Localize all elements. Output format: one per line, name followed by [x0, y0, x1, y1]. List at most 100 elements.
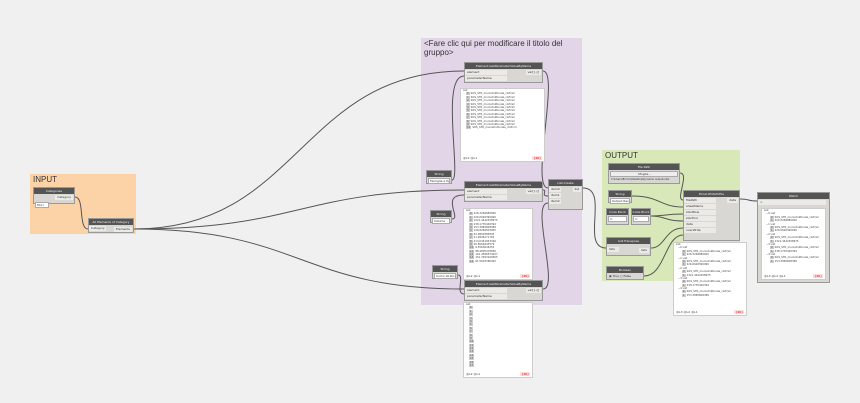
list-item-value: 238.1735440394: [686, 283, 709, 287]
string-input[interactable]: Famiglia e tipo: [428, 178, 450, 184]
output-port[interactable]: Category: [55, 195, 73, 200]
output-port[interactable]: var[]..[]: [525, 288, 541, 293]
list-index: 11: [469, 343, 475, 347]
true-radio[interactable]: ◉ True: [609, 274, 619, 278]
categories-node[interactable]: Categories Muri Category: [33, 187, 75, 208]
code-block-node-1[interactable]: Code Block 0;: [606, 208, 629, 225]
sublist-header[interactable]: −4 List: [766, 253, 776, 257]
sublist-header[interactable]: −3 List: [766, 242, 776, 246]
all-elements-node[interactable]: All Elements of Category Category Elemen…: [88, 218, 134, 233]
string-output-node[interactable]: String Output Revit: [608, 190, 632, 204]
string-input[interactable]: Volume: [432, 218, 450, 224]
group-input-title[interactable]: INPUT: [33, 175, 57, 184]
list-item-value: 238.1735440394: [774, 249, 797, 253]
output-port[interactable]: Elements: [114, 227, 132, 232]
input-port-filepath[interactable]: filePath: [684, 198, 716, 203]
preview-header: List: [764, 209, 769, 212]
wire: [650, 215, 684, 222]
file-path-node[interactable]: File Path Sfoglia... C:\Users\Enrico\Des…: [608, 163, 680, 184]
group-output-title[interactable]: OUTPUT: [605, 151, 638, 160]
output-port[interactable]: lists: [639, 248, 649, 253]
code-input[interactable]: 0;: [633, 216, 649, 222]
output-port[interactable]: var[]..[]: [525, 189, 541, 194]
list-create-node[interactable]: List.Create item0 item1 item2 list: [548, 179, 583, 210]
list-item-value: 226.3269080000: [473, 212, 496, 216]
input-port-lists[interactable]: lists: [607, 247, 619, 252]
list-index: 6: [466, 112, 470, 116]
input-port-data[interactable]: data: [684, 222, 716, 227]
input-port-parametername[interactable]: parameterName: [465, 76, 507, 81]
sublist-header[interactable]: −4 List: [678, 287, 688, 291]
input-port-element[interactable]: element: [465, 288, 507, 293]
input-port-element[interactable]: element: [465, 189, 507, 194]
input-port-item1[interactable]: item1: [549, 193, 561, 198]
input-port-item0[interactable]: item0: [549, 187, 561, 192]
preview-header: List: [463, 89, 468, 92]
code-input[interactable]: 0;: [608, 216, 627, 222]
input-port-parametername[interactable]: parameterName: [465, 195, 507, 200]
list-index: 3: [469, 222, 473, 226]
get-parameter-node-2[interactable]: Element.GetParameterValueByName element …: [464, 181, 543, 202]
boolean-node[interactable]: Boolean ◉ True ○ False: [606, 266, 644, 280]
string-input[interactable]: Output Revit: [610, 198, 630, 204]
browse-button[interactable]: Sfoglia...: [610, 171, 678, 177]
wire: [74, 196, 89, 230]
string-node-2[interactable]: String Volume: [430, 210, 452, 224]
wire: [541, 202, 549, 290]
list-index: 5: [469, 229, 473, 233]
node-title: Boolean: [607, 267, 643, 273]
output-port[interactable]: list: [572, 187, 581, 192]
sublist-header[interactable]: −2 List: [678, 266, 688, 270]
list-index: 13: [469, 350, 475, 354]
group-middle-title[interactable]: <Fare clic qui per modificare il titolo …: [424, 39, 563, 57]
sublist-header[interactable]: −0 List: [766, 212, 776, 216]
wire: [643, 234, 684, 277]
sublist-header[interactable]: −2 List: [766, 232, 776, 236]
input-port-startcol[interactable]: startCol: [684, 216, 716, 221]
list-index: 5: [469, 323, 473, 327]
list-item-value: SOS_STR_murostrutturale_clsfrnm: [774, 215, 820, 219]
output-port[interactable]: var[]..[]: [525, 70, 541, 75]
string-input[interactable]: Como strato: [434, 273, 456, 279]
get-parameter-node-1[interactable]: Element.GetParameterValueByName element …: [464, 62, 543, 83]
category-dropdown[interactable]: Muri: [35, 202, 49, 208]
input-port[interactable]: Category: [89, 226, 106, 231]
list-levels: @L3 @L2 @L1: [764, 274, 786, 278]
sublist-header[interactable]: −1 List: [766, 222, 776, 226]
list-index: 1: [770, 259, 774, 263]
input-port-startrow[interactable]: startRow: [684, 210, 716, 215]
false-radio[interactable]: ○ False: [619, 274, 632, 278]
input-port-overwrite[interactable]: overWrite: [684, 228, 716, 233]
wire: [133, 189, 465, 230]
input-port-sheetname[interactable]: sheetName: [684, 204, 716, 209]
sublist-header[interactable]: −0 List: [678, 246, 688, 250]
list-item-value: 153.3865608389: [686, 293, 709, 297]
string-node-1[interactable]: String Famiglia e tipo: [426, 170, 452, 184]
string-node-3[interactable]: String Como strato: [432, 265, 458, 279]
list-index: 0: [682, 259, 686, 263]
input-port-parametername[interactable]: parameterName: [465, 294, 507, 299]
list-item-value: SOS_STR_murostrutturale_clsfrnm: [686, 270, 732, 274]
code-block-node-2[interactable]: Code Block 0;: [631, 208, 651, 225]
list-index: 14: [469, 353, 475, 357]
input-port[interactable]: >: [758, 200, 826, 205]
sublist-header[interactable]: −1 List: [678, 256, 688, 260]
output-port[interactable]: data: [727, 198, 738, 203]
sublist-header[interactable]: −3 List: [678, 276, 688, 280]
list-transpose-node[interactable]: List.Transpose lists lists: [606, 237, 651, 256]
list-item-value: 214.0451053346: [473, 239, 496, 243]
get-parameter-node-3[interactable]: Element.GetParameterValueByName element …: [464, 280, 543, 301]
input-port-item2[interactable]: item2: [549, 199, 561, 204]
input-port-element[interactable]: element: [465, 70, 507, 75]
